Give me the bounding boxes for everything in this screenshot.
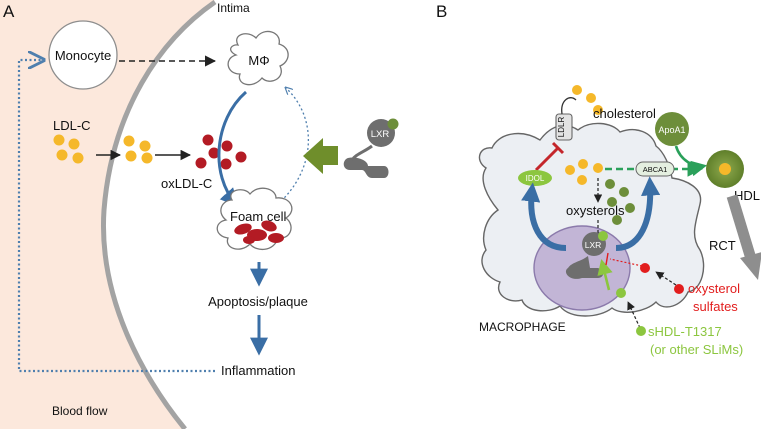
sulfate-particle-1 — [640, 263, 650, 273]
lxr-to-abca1-arrow — [615, 176, 661, 251]
apoa1-particle: ApoA1 — [655, 112, 689, 146]
blood-flow-label: Blood flow — [52, 404, 108, 418]
apoa1-label: ApoA1 — [658, 125, 685, 135]
cholesterol-label: cholesterol — [593, 106, 656, 121]
ldlr-receptor-icon: LDLR — [555, 97, 577, 141]
apoptosis-label: Apoptosis/plaque — [208, 294, 308, 309]
idol-inhibition-bar — [551, 141, 565, 155]
ldl-c-label: LDL-C — [53, 118, 91, 133]
macrophage-label: MΦ — [248, 53, 269, 68]
rct-arrow — [726, 194, 758, 264]
macrophage-cell-icon: MΦ — [227, 30, 289, 86]
sulfate-entry-arrow — [655, 271, 677, 286]
lxr-label-a: LXR — [371, 129, 390, 140]
lxr-receptor-icon-nucleus: LXR — [565, 231, 608, 279]
idol-inhibition-line — [534, 146, 560, 172]
oxysterols-label: oxysterols — [566, 203, 625, 218]
oxldl-particles — [195, 134, 247, 170]
cholesterol-particles-top — [572, 85, 603, 115]
slim-particle-1 — [616, 288, 626, 298]
ldl-particles-cluster-1 — [53, 134, 84, 164]
apoa1-to-hdl-arrow — [674, 145, 708, 177]
sulfate-inhibition-bar — [605, 252, 609, 266]
foam-cell-icon: Foam cell — [216, 187, 293, 250]
oxysterol-sulfates-line1: oxysterol — [688, 281, 740, 296]
hdl-particle-icon — [706, 150, 744, 188]
lxr-to-idol-arrow — [521, 182, 567, 251]
vessel-wall-line — [100, 0, 217, 429]
idol-label: IDOL — [526, 174, 545, 183]
panel-b-letter: B — [436, 2, 447, 21]
lxr-activation-arrow — [303, 138, 338, 174]
lxr-receptor-icon: LXR — [343, 118, 399, 178]
sulfate-inhibition-line — [609, 258, 643, 267]
rct-arrowhead — [740, 252, 761, 280]
panel-a-letter: A — [3, 2, 15, 21]
hdl-label: HDL — [734, 188, 760, 203]
oxysterol-particles — [605, 179, 635, 225]
abca1-transporter-icon: ABCA1 — [635, 161, 675, 177]
rct-label: RCT — [709, 238, 736, 253]
monocyte-cell-icon: Monocyte — [48, 20, 118, 90]
macrophage-to-foam-arrow — [217, 90, 247, 207]
slim-particle-2 — [636, 326, 646, 336]
intima-label: Intima — [217, 1, 250, 15]
cholesterol-particles-intracellular — [565, 159, 603, 185]
foam-to-macrophage-dotted-arrow — [277, 88, 310, 205]
idol-badge: IDOL — [518, 170, 552, 186]
foam-cell-label: Foam cell — [230, 209, 286, 224]
slims-label-line2: (or other SLiMs) — [650, 342, 743, 357]
ldlr-label: LDLR — [557, 117, 566, 138]
monocyte-label: Monocyte — [55, 48, 111, 63]
ldl-particles-cluster-2 — [123, 135, 153, 164]
oxldl-c-label: oxLDL-C — [161, 176, 212, 191]
inflammation-recruitment-dotted-loop — [17, 60, 215, 373]
vessel-lumen-area — [0, 0, 215, 429]
inflammation-label: Inflammation — [221, 363, 295, 378]
oxysterol-sulfates-line2: sulfates — [693, 299, 738, 314]
sulfate-particle-2 — [674, 284, 684, 294]
abca1-label: ABCA1 — [643, 165, 668, 174]
panel-a: A Intima Monocyte MΦ LDL-C — [0, 0, 399, 429]
macrophage-label-b: MACROPHAGE — [479, 320, 566, 334]
slims-to-lxr-arrow — [597, 258, 613, 291]
lxr-label-b: LXR — [585, 240, 602, 250]
panel-b: B LDLR cholesterol IDOL — [436, 2, 761, 357]
slims-label-line1: sHDL-T1317 — [648, 324, 722, 339]
